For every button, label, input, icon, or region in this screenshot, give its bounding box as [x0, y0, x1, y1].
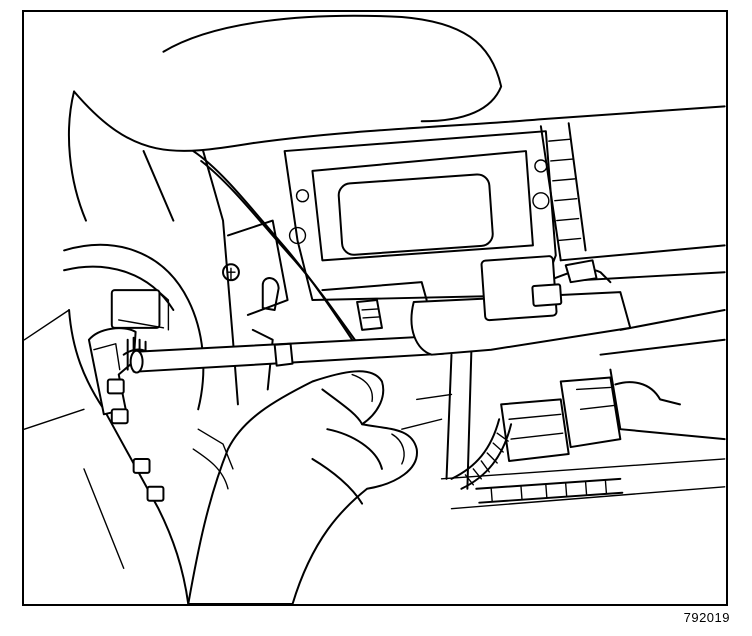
- steering-wheel-lower: [83, 468, 125, 569]
- mounting-hole: [532, 192, 550, 210]
- switch-block-face: [118, 291, 170, 331]
- hand-finger-line: [311, 457, 364, 505]
- corrugated-loom: [450, 418, 513, 490]
- steering-wheel-lower: [68, 308, 190, 604]
- harness-clip: [356, 299, 383, 331]
- steering-wheel-rim: [63, 243, 205, 411]
- left-bolt-thread: [226, 267, 236, 281]
- connector-tab: [531, 283, 563, 307]
- steering-wheel-rim: [63, 265, 175, 311]
- bolt-head: [110, 408, 129, 425]
- lower-loom: [475, 477, 624, 504]
- right-rail: [539, 125, 562, 262]
- mounting-hole: [534, 159, 548, 173]
- rod-guide-bracket: [410, 291, 632, 356]
- right-rail-ribs: [548, 138, 582, 242]
- cluster-bottom-frame: [321, 281, 428, 302]
- lower-dash-edge: [192, 428, 234, 490]
- lower-connector-body: [559, 376, 622, 449]
- lower-right-bracket: [614, 381, 681, 406]
- figure-id-label: 792019: [683, 610, 730, 625]
- hand-knuckle-line: [391, 433, 405, 465]
- lower-right-edge: [440, 458, 726, 510]
- cluster-inner-frame: [311, 150, 534, 262]
- wiring-harness: [200, 160, 364, 351]
- column-bracket-detail: [93, 343, 121, 371]
- column-clip: [261, 277, 280, 311]
- left-kick-panel: [24, 309, 85, 430]
- dashboard-top-swoop: [162, 14, 503, 123]
- mounting-hole: [288, 226, 307, 245]
- hand-finger-line: [321, 388, 364, 426]
- rod-guide-leg: [445, 350, 473, 490]
- dashboard-contour: [73, 90, 726, 152]
- lower-right-bracket: [609, 368, 726, 441]
- hand-knuckle-line: [351, 373, 374, 403]
- illustration-frame: [22, 10, 728, 606]
- dashboard-left-edge: [67, 90, 87, 222]
- tool-rod-collar: [273, 342, 294, 367]
- left-bracket-slot: [251, 328, 274, 391]
- wiring-harness: [192, 150, 354, 341]
- bracket-bolts: [106, 378, 165, 502]
- lower-right-panel: [559, 244, 726, 356]
- left-support-column: [227, 219, 289, 316]
- hand-finger-line: [326, 428, 383, 470]
- bolt-head: [132, 457, 151, 474]
- right-rail: [567, 122, 587, 252]
- bolt-head: [106, 378, 125, 395]
- lower-connector-detail: [508, 386, 617, 440]
- mechanical-illustration: [24, 14, 726, 604]
- switch-block: [110, 289, 161, 329]
- mounting-hole: [295, 189, 310, 203]
- technician-hand: [187, 370, 418, 604]
- bolt-head: [146, 485, 165, 502]
- lower-dash-edge: [401, 393, 453, 430]
- connector-clip: [564, 259, 598, 284]
- harness-clip-ribs: [361, 308, 380, 319]
- tool-rod-end: [129, 349, 144, 374]
- lower-connector: [500, 398, 570, 462]
- display-opening: [337, 173, 494, 256]
